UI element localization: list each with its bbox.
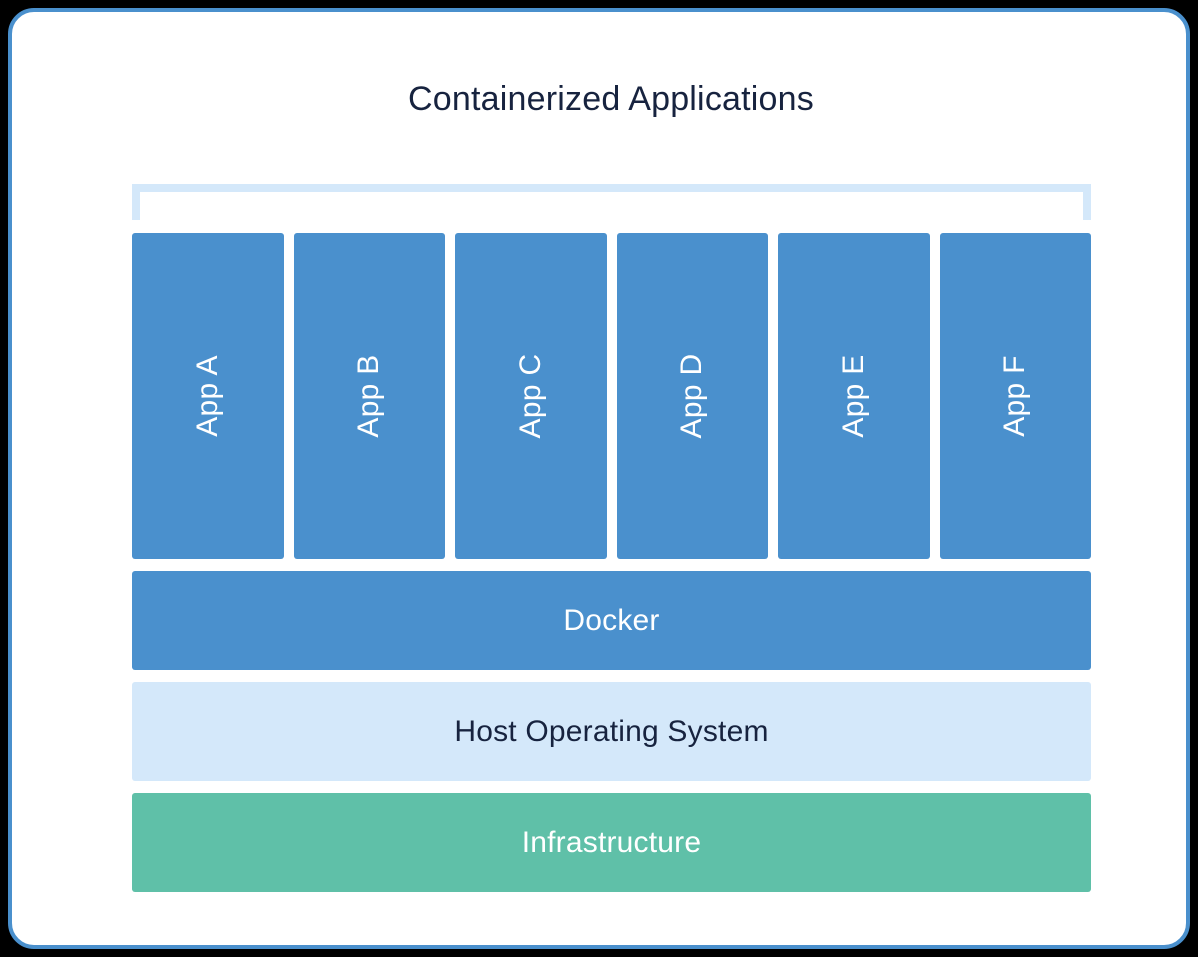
- layer-infrastructure[interactable]: Infrastructure: [132, 793, 1091, 892]
- app-container-c-label: App C: [513, 353, 547, 439]
- layer-host-operating-system-label: Host Operating System: [454, 714, 769, 748]
- layer-docker-label: Docker: [563, 603, 660, 637]
- app-container-b-label: App B: [352, 354, 386, 438]
- diagram-card: Containerized Applications App A App B A…: [8, 8, 1190, 949]
- containerized-applications-bracket: [132, 184, 1091, 220]
- app-container-f-label: App F: [998, 355, 1032, 437]
- app-container-d[interactable]: App D: [616, 233, 768, 559]
- layer-docker[interactable]: Docker: [132, 571, 1091, 670]
- app-container-e[interactable]: App E: [778, 233, 930, 559]
- app-container-f[interactable]: App F: [939, 233, 1091, 559]
- app-container-a[interactable]: App A: [132, 233, 284, 559]
- app-container-row: App A App B App C App D App E App F: [132, 233, 1091, 559]
- app-container-b[interactable]: App B: [293, 233, 445, 559]
- app-container-a-label: App A: [190, 355, 224, 437]
- app-container-d-label: App D: [675, 353, 709, 439]
- app-container-e-label: App E: [836, 354, 870, 438]
- layer-infrastructure-label: Infrastructure: [521, 825, 702, 859]
- page-title: Containerized Applications: [408, 80, 814, 118]
- app-container-c[interactable]: App C: [455, 233, 607, 559]
- layer-host-operating-system[interactable]: Host Operating System: [132, 682, 1091, 781]
